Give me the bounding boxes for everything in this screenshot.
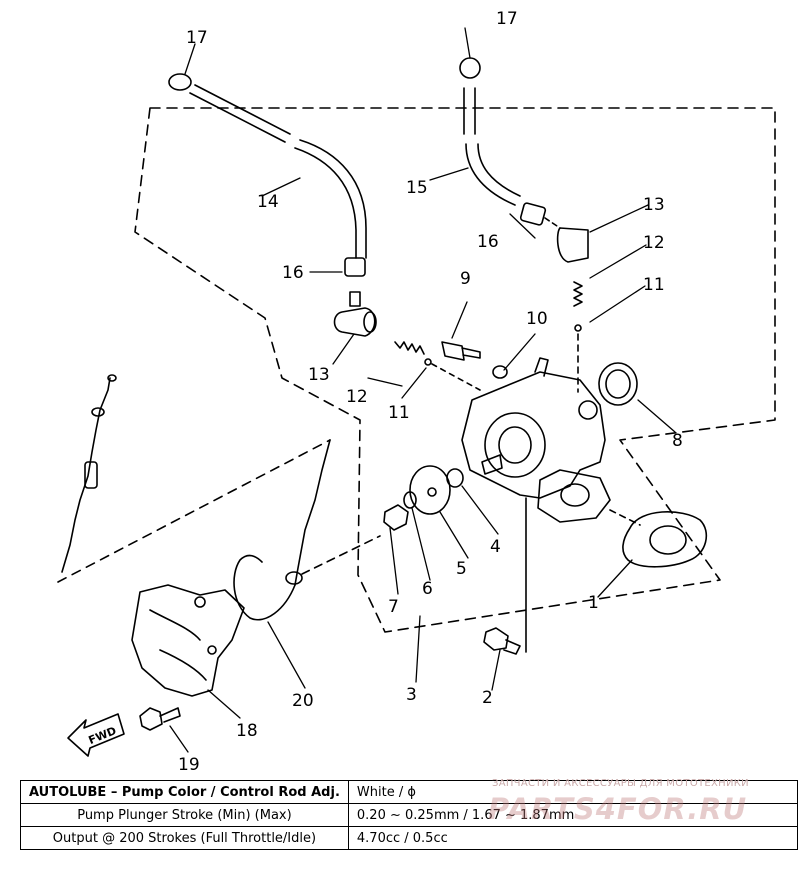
hose-joint-16-right <box>519 202 547 226</box>
callout-13-right: 13 <box>643 195 665 215</box>
callout-9: 9 <box>460 269 471 289</box>
pump-cable-loop <box>233 554 296 621</box>
banjo-fitting-13-right <box>556 227 589 263</box>
nut-7 <box>383 504 409 531</box>
spec-label: AUTOLUBE – Pump Color / Control Rod Adj. <box>20 780 349 804</box>
hose-clip-17-right <box>459 57 481 79</box>
callout-8: 8 <box>672 431 683 451</box>
callout-10: 10 <box>526 309 548 329</box>
oil-hose-14 <box>294 139 367 259</box>
screw-19 <box>139 707 181 731</box>
callout-2: 2 <box>482 688 493 708</box>
pump-cable <box>294 439 331 586</box>
pump-cover-hole-2 <box>207 645 217 655</box>
check-ball-11-right <box>574 324 582 332</box>
oil-hose-upper-right <box>463 87 476 135</box>
callout-19: 19 <box>178 755 200 775</box>
cable-guide-line <box>57 439 331 583</box>
callout-12-left: 12 <box>346 387 368 407</box>
callout-15: 15 <box>406 178 428 198</box>
pump-detail-ring <box>578 400 598 420</box>
hose-joint-16-left <box>344 257 366 277</box>
gasket-1-hole <box>649 525 687 555</box>
callout-13-left: 13 <box>308 365 330 385</box>
washer-10 <box>492 365 508 379</box>
pump-outlet-nipple <box>534 357 549 377</box>
spring-12-left <box>394 341 425 355</box>
drive-plate-5 <box>409 465 451 515</box>
washer-6 <box>403 491 417 509</box>
callout-12-right: 12 <box>643 233 665 253</box>
callout-18: 18 <box>236 721 258 741</box>
pump-port <box>560 483 590 507</box>
spec-label: Output @ 200 Strokes (Full Throttle/Idle… <box>20 826 349 850</box>
spec-row: Output @ 200 Strokes (Full Throttle/Idle… <box>20 826 799 850</box>
parts-diagram: 17 17 14 15 16 16 13 13 12 12 11 11 9 10… <box>57 9 776 775</box>
pump-mount-flange <box>537 469 611 523</box>
pump-plunger-housing <box>484 412 546 478</box>
gasket-1 <box>622 511 708 568</box>
fwd-arrow <box>67 713 125 757</box>
hose-clip-17-left <box>168 73 192 91</box>
washer-4 <box>446 468 464 488</box>
callout-6: 6 <box>422 579 433 599</box>
callout-11-left: 11 <box>388 403 410 423</box>
cable-end <box>107 374 117 382</box>
callout-17-left: 17 <box>186 28 208 48</box>
assembly-boundary <box>134 107 776 633</box>
callout-14: 14 <box>257 192 279 212</box>
spec-row: Pump Plunger Stroke (Min) (Max) 0.20 ~ 0… <box>20 803 799 827</box>
callout-4: 4 <box>490 537 501 557</box>
pump-cable-fitting <box>285 571 303 585</box>
drive-plate-5-hub <box>427 487 437 497</box>
callout-20: 20 <box>292 691 314 711</box>
oil-hose-15 <box>465 143 521 206</box>
banjo-bolt-neck <box>349 291 361 307</box>
banjo-fitting-13-left-eye <box>363 311 377 333</box>
leader-lines <box>169 27 676 753</box>
cable-adjuster <box>84 461 98 489</box>
oil-hose-upper <box>189 84 291 143</box>
pump-cover-hole <box>194 596 206 608</box>
oil-seal-8 <box>598 362 638 406</box>
check-ball-11-left <box>424 358 432 366</box>
callout-17-right: 17 <box>496 9 518 29</box>
spring-guide <box>431 363 481 391</box>
gasket-guide <box>609 509 641 526</box>
spec-row: AUTOLUBE – Pump Color / Control Rod Adj.… <box>20 780 799 804</box>
pump-cover-rib <box>149 609 207 681</box>
pump-plunger-center <box>498 426 532 464</box>
spec-value: 4.70cc / 0.5cc <box>347 826 799 850</box>
bolt-2 <box>483 627 521 655</box>
spring-12-right <box>573 281 583 307</box>
callout-5: 5 <box>456 559 467 579</box>
pump-cable-dash <box>301 535 381 575</box>
spec-value: 0.20 ~ 0.25mm / 1.67 ~ 1.87mm <box>347 803 799 827</box>
pump-shaft <box>481 454 503 475</box>
spec-value: White / ϕ <box>347 780 799 804</box>
autolube-pump-body <box>461 371 606 499</box>
throttle-cable <box>61 377 111 573</box>
callout-16-left: 16 <box>282 263 304 283</box>
bolt-9 <box>441 341 481 361</box>
callout-1: 1 <box>588 593 599 613</box>
callout-11-right: 11 <box>643 275 665 295</box>
pump-cover-18 <box>131 584 245 697</box>
autolube-spec-table: AUTOLUBE – Pump Color / Control Rod Adj.… <box>20 780 799 850</box>
cable-nut <box>91 407 105 417</box>
banjo-guide <box>544 217 561 229</box>
spec-label: Pump Plunger Stroke (Min) (Max) <box>20 803 349 827</box>
callout-3: 3 <box>406 685 417 705</box>
callout-16-right: 16 <box>477 232 499 252</box>
oil-seal-8-inner <box>605 369 631 399</box>
callout-7: 7 <box>388 597 399 617</box>
